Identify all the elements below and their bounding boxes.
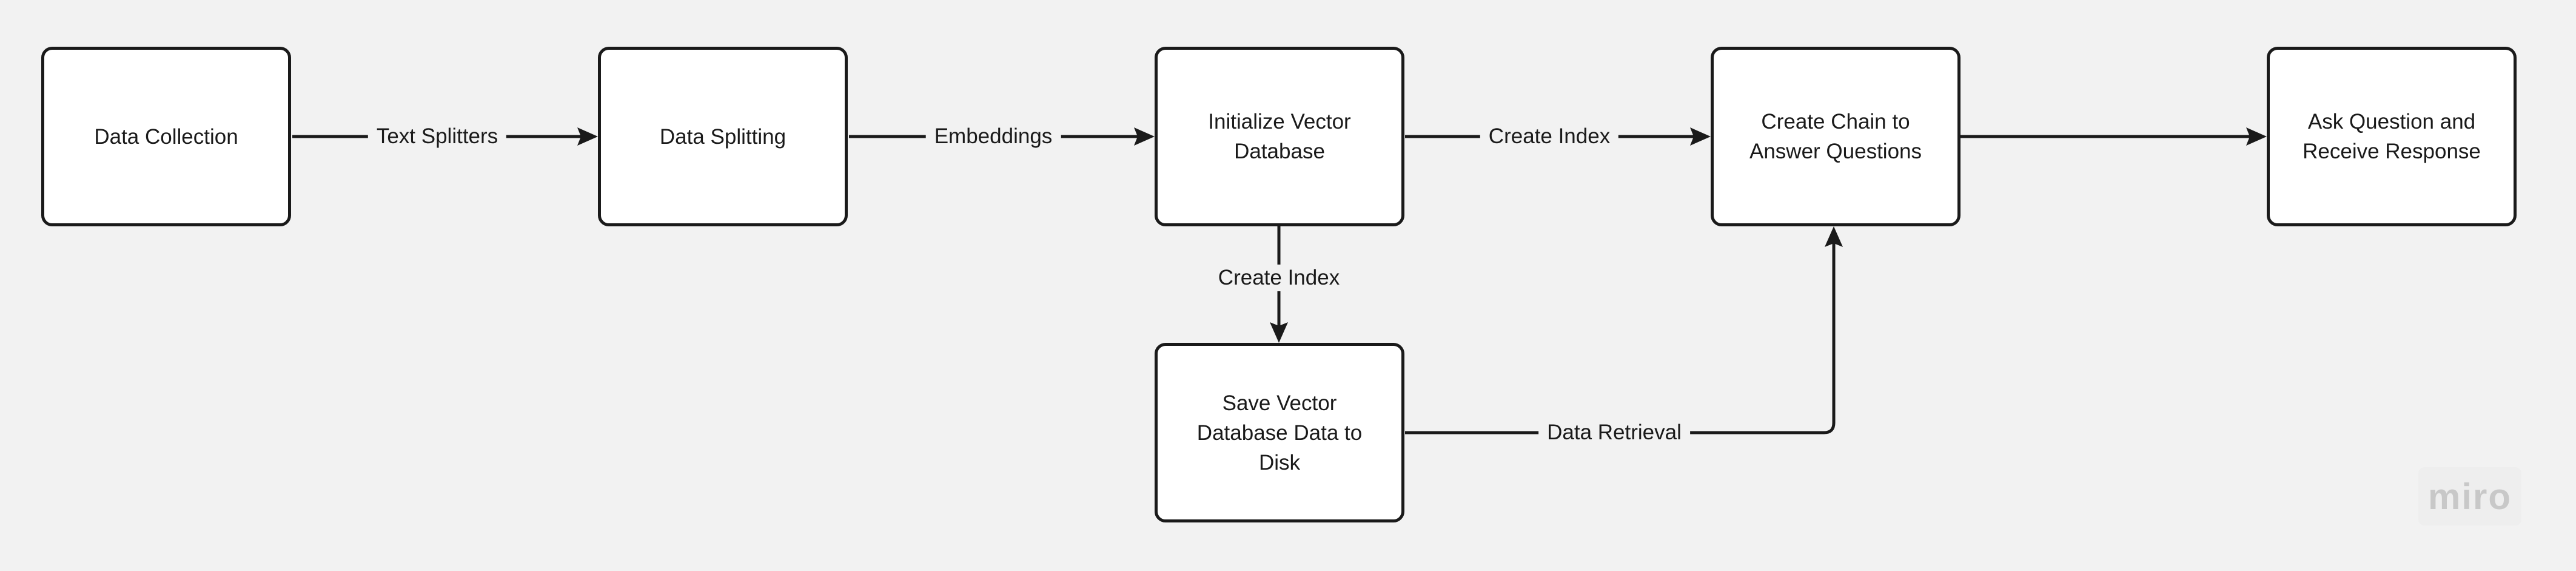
edge-label-embeddings[interactable]: Embeddings [925,123,1061,150]
edge-label-create-index-right[interactable]: Create Index [1480,123,1619,150]
edge-label-data-retrieval[interactable]: Data Retrieval [1538,419,1690,446]
miro-logo-icon: miro [2418,467,2521,525]
node-data-collection[interactable]: Data Collection [41,47,291,226]
arrowhead-splitting-icon [577,127,598,146]
edge-label-text-splitters[interactable]: Text Splitters [367,123,507,150]
arrowhead-ask-icon [2246,127,2267,146]
node-create-chain[interactable]: Create Chain to Answer Questions [1711,47,1961,226]
arrowhead-chain-up-icon [1825,226,1843,247]
arrowhead-init-icon [1134,127,1155,146]
edge-save-to-chain [1405,231,1836,434]
edge-label-create-index-down[interactable]: Create Index [1209,265,1349,291]
node-ask-question[interactable]: Ask Question and Receive Response [2267,47,2517,226]
node-initialize-vector-database[interactable]: Initialize Vector Database [1155,47,1404,226]
node-save-vector-database[interactable]: Save Vector Database Data to Disk [1155,343,1404,522]
arrowhead-chain-icon [1690,127,1711,146]
node-data-splitting[interactable]: Data Splitting [598,47,848,226]
arrowhead-save-icon [1270,322,1288,343]
